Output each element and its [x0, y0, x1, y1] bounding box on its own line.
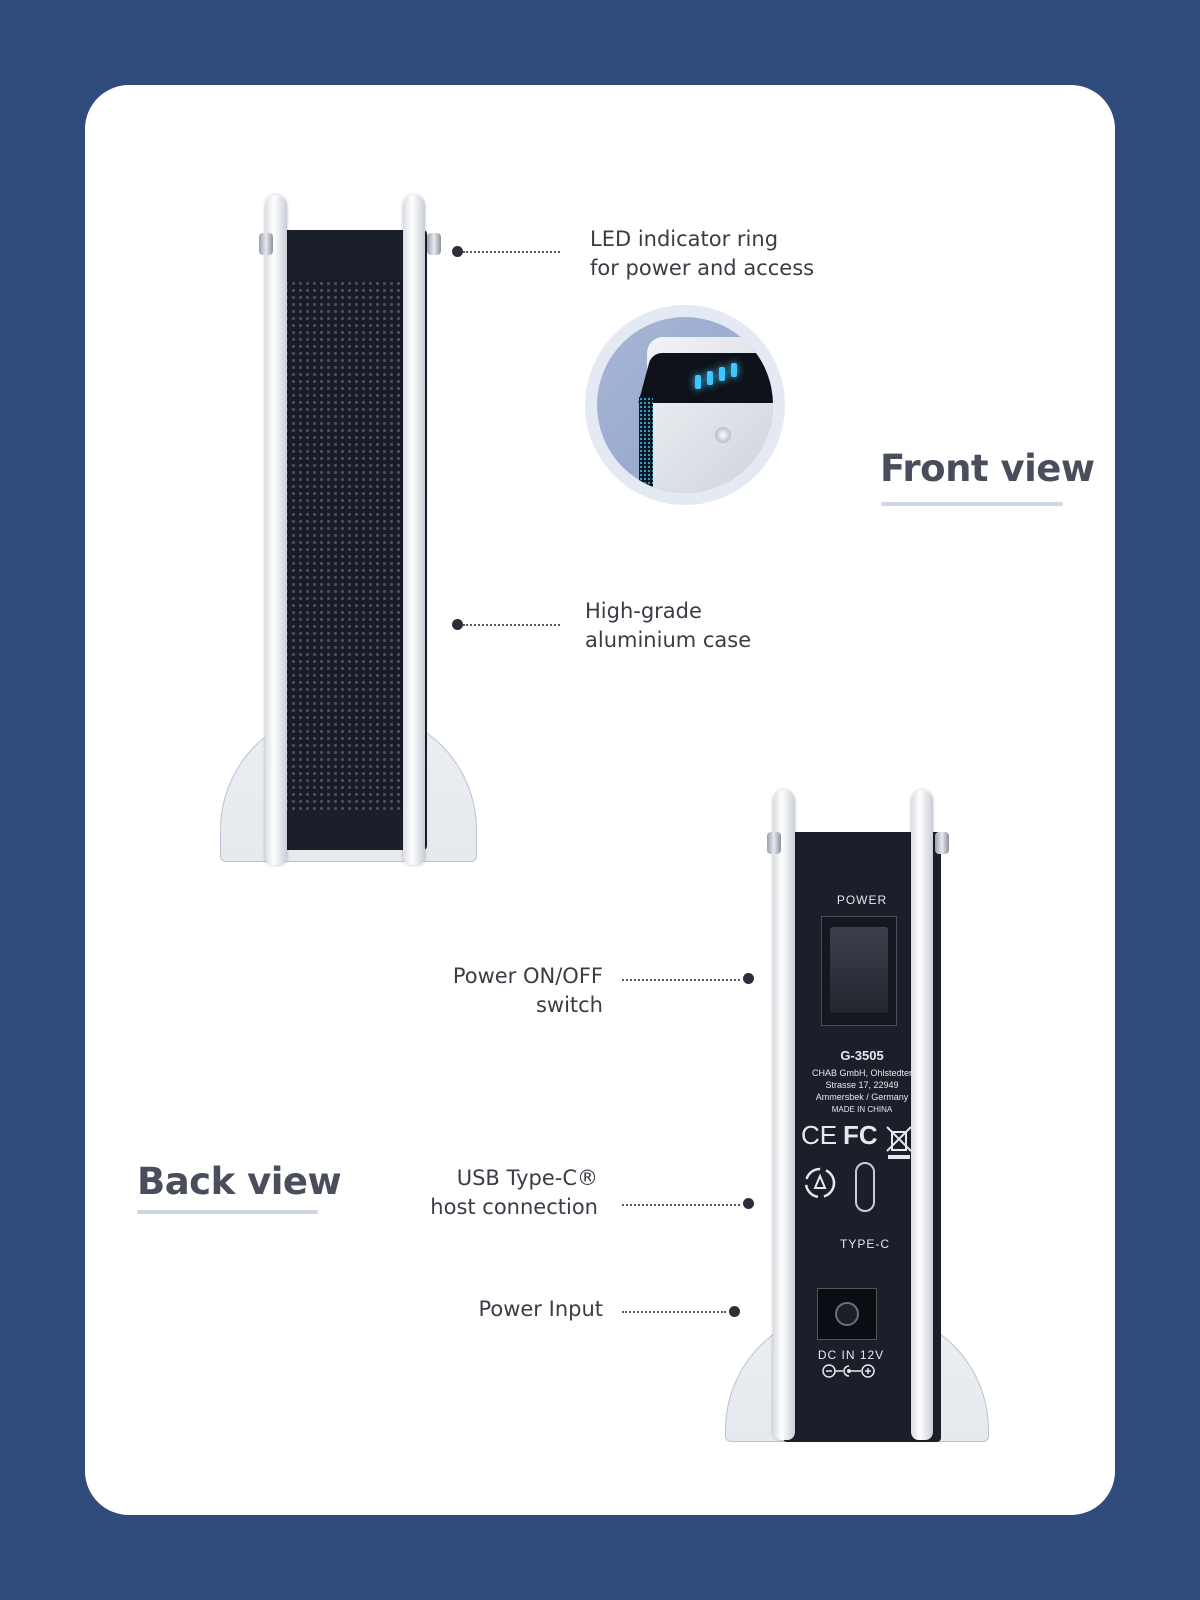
- case-label-line1: High-grade: [585, 599, 702, 623]
- dc-polarity-icon: [822, 1364, 875, 1378]
- weee-bin-icon: [886, 1126, 912, 1159]
- usb-callout-line: [622, 1204, 740, 1206]
- power-label-line1: Power ON/OFF: [452, 964, 603, 988]
- back-view-heading: Back view: [137, 1160, 342, 1203]
- dc-jack-hole: [835, 1302, 859, 1326]
- case-callout-dot: [452, 619, 463, 630]
- usb-c-port: [855, 1162, 875, 1212]
- usb-label: USB Type-C® host connection: [380, 1164, 598, 1222]
- led-indicator-label: LED indicator ring for power and access: [590, 225, 814, 283]
- power-rocker-switch: [821, 916, 897, 1026]
- power-callout-dot: [743, 973, 754, 984]
- led-closeup-inset: [585, 305, 785, 505]
- dc-power-jack: [817, 1288, 877, 1340]
- power-switch-text: POWER: [836, 893, 888, 907]
- case-callout-line: [463, 624, 560, 626]
- back-left-rail: [773, 790, 795, 1440]
- recycling-icon: [804, 1167, 836, 1199]
- front-view-underline: [881, 502, 1063, 506]
- usb-label-line1: USB Type-C®: [456, 1166, 598, 1190]
- front-screw-left: [259, 233, 273, 255]
- address-line1: CHAB GmbH, Ohlstedter: [811, 1068, 913, 1078]
- front-mesh-grille: [283, 280, 419, 810]
- led-closeup-image: [597, 317, 773, 493]
- back-right-rail: [911, 790, 933, 1440]
- model-number: G-3505: [840, 1048, 884, 1063]
- usb-callout-dot: [743, 1198, 754, 1209]
- front-right-rail: [403, 195, 425, 865]
- power-switch-label: Power ON/OFF switch: [400, 962, 603, 1020]
- dc-in-text: DC IN 12V: [817, 1348, 885, 1362]
- inset-led-3: [719, 367, 725, 381]
- front-left-rail: [265, 195, 287, 865]
- inset-side-mesh: [639, 397, 653, 493]
- front-device-image: [215, 195, 485, 865]
- case-label-line2: aluminium case: [585, 628, 752, 652]
- inset-top-cap: [638, 353, 773, 403]
- inset-screw: [715, 427, 731, 443]
- led-label-line2: for power and access: [590, 256, 815, 280]
- ce-mark: CE: [801, 1120, 838, 1150]
- rocker: [830, 927, 888, 1013]
- case-label: High-grade aluminium case: [585, 597, 751, 655]
- front-view-heading: Front view: [880, 447, 1095, 490]
- led-callout-line: [463, 251, 560, 253]
- made-in-text: MADE IN CHINA: [831, 1105, 893, 1114]
- inset-led-4: [731, 363, 737, 377]
- led-callout-dot: [452, 246, 463, 257]
- back-screw-left: [767, 832, 781, 854]
- input-callout-line: [622, 1311, 726, 1313]
- back-view-underline: [137, 1210, 318, 1214]
- led-label-line1: LED indicator ring: [590, 227, 779, 251]
- front-screw-right: [427, 233, 441, 255]
- power-input-label: Power Input: [478, 1297, 603, 1321]
- address-line3: Ammersbek / Germany: [815, 1092, 909, 1102]
- back-device-image: POWER G-3505 CHAB GmbH, Ohlstedter Stras…: [725, 790, 995, 1445]
- input-callout-dot: [729, 1306, 740, 1317]
- type-c-text: TYPE-C: [839, 1237, 890, 1251]
- power-label-line2: switch: [535, 993, 603, 1017]
- power-callout-line: [622, 979, 740, 981]
- fcc-mark: FC: [843, 1120, 878, 1150]
- back-screw-right: [935, 832, 949, 854]
- inset-led-1: [695, 375, 701, 389]
- inset-led-2: [707, 371, 713, 385]
- usb-label-line2: host connection: [430, 1195, 598, 1219]
- address-line2: Strasse 17, 22949: [825, 1080, 899, 1090]
